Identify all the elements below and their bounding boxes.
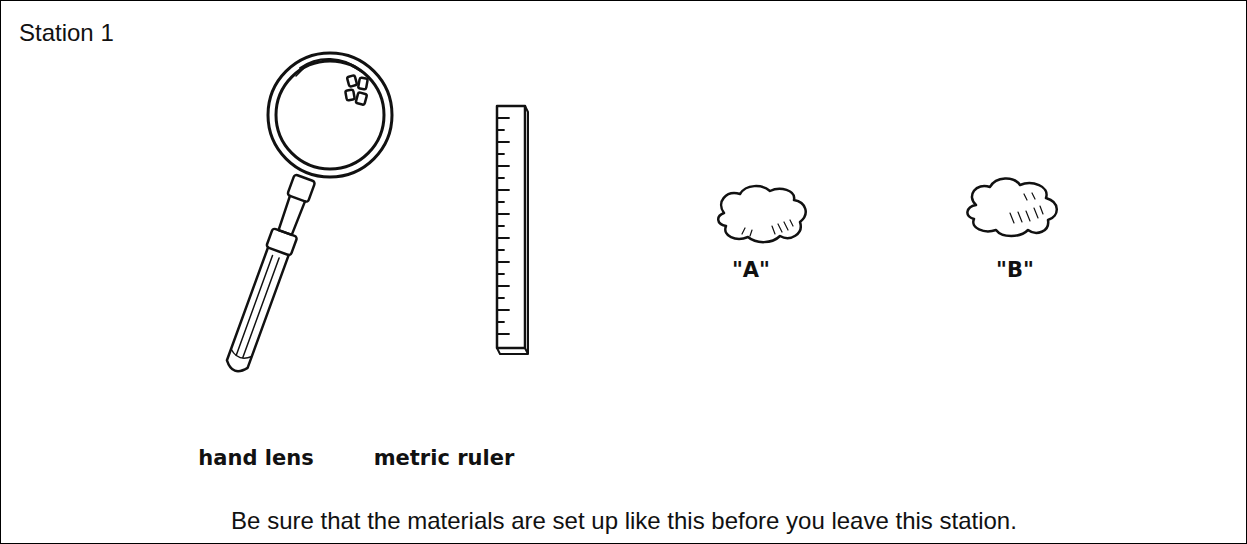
sample-label: "A" bbox=[732, 258, 770, 282]
rock-b-drawing bbox=[967, 178, 1056, 236]
tool-label: metric ruler bbox=[374, 446, 515, 470]
station-heading: Station 1 bbox=[19, 19, 114, 47]
tool-label: hand lens bbox=[198, 446, 313, 470]
hand-lens-drawing bbox=[223, 53, 392, 375]
metric-ruler-drawing bbox=[497, 106, 528, 354]
rock-a-drawing bbox=[718, 186, 805, 242]
instruction-note: Be sure that the materials are set up li… bbox=[231, 507, 1017, 535]
sample-label: "B" bbox=[996, 258, 1034, 282]
